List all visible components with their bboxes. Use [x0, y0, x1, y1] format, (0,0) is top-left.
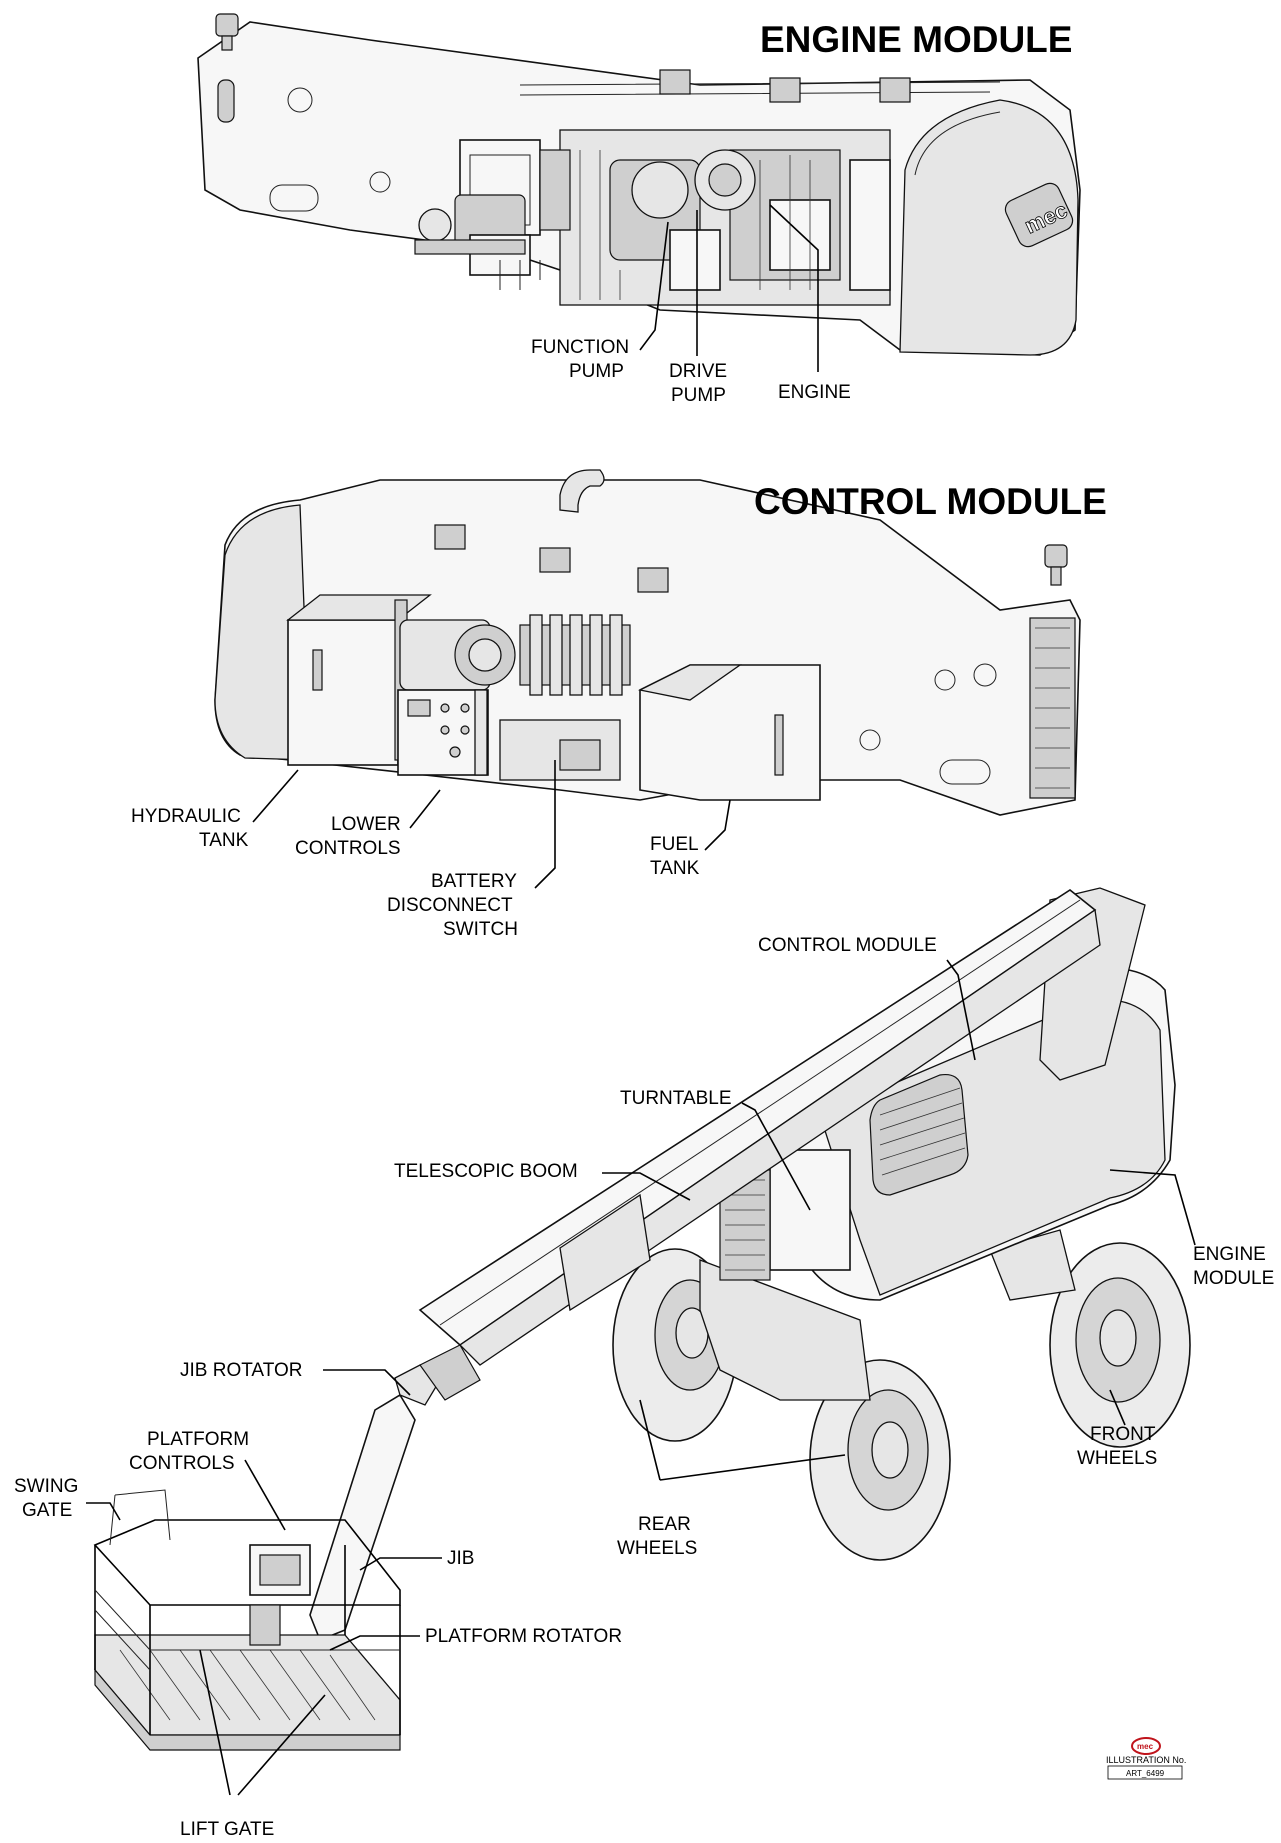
radiator-fins — [1029, 617, 1076, 799]
hose-clamps-engine — [659, 69, 911, 103]
control-module-leader — [946, 959, 976, 1061]
fuel-tank-label-line2: TANK — [650, 858, 700, 879]
engine-module-leader — [1109, 1169, 1196, 1246]
engine-label: ENGINE — [778, 382, 851, 403]
control-module-label: CONTROL MODULE — [758, 935, 937, 956]
drive-pump-label-line2: PUMP — [671, 385, 726, 406]
lower-controls-leader — [409, 789, 441, 829]
swing-gate-label-line1: SWING — [14, 1476, 78, 1497]
engine-module-heading: ENGINE MODULE — [760, 19, 1072, 60]
engine-module-callouts: FUNCTION PUMP DRIVE PUMP ENGINE — [531, 204, 851, 406]
telescopic-boom-leader — [602, 1172, 691, 1201]
rear-wheels-leader — [639, 1399, 846, 1481]
mec-logo-icon — [1131, 1737, 1161, 1755]
telescopic-boom — [418, 889, 1101, 1366]
mec-logo-engine: mec — [1004, 182, 1074, 248]
lower-controls-box — [397, 689, 489, 776]
battery-disconnect-leader — [534, 760, 556, 889]
control-module-callouts: HYDRAULIC TANK LOWER CONTROLS BATTERY DI… — [131, 760, 731, 940]
platform-rotator-leader — [329, 1635, 420, 1651]
telescopic-boom-label: TELESCOPIC BOOM — [394, 1161, 578, 1182]
rear-wheels-label-line2: WHEELS — [617, 1538, 697, 1559]
control-module-heading: CONTROL MODULE — [754, 481, 1107, 522]
drive-pump-label-line1: DRIVE — [669, 361, 727, 382]
swing-gate-label-line2: GATE — [22, 1500, 72, 1521]
platform-controls-label-line2: CONTROLS — [129, 1453, 235, 1474]
mec-logo-text: mec — [1137, 1742, 1154, 1751]
hydraulic-tank-label-line1: HYDRAULIC — [131, 806, 241, 827]
platform-basket — [93, 1489, 401, 1751]
battery-disconnect-label-line1: BATTERY — [431, 871, 517, 892]
function-pump-leader — [639, 221, 669, 351]
lower-controls-label-line1: LOWER — [331, 814, 401, 835]
control-module-drawing — [214, 469, 1081, 816]
jib-leader — [359, 1557, 442, 1571]
fuel-tank-label-line1: FUEL — [650, 834, 699, 855]
jib-label: JIB — [447, 1548, 474, 1569]
lift-gate-label: LIFT GATE — [180, 1819, 274, 1840]
battery-disconnect-label-line3: SWITCH — [443, 919, 518, 940]
jib-rotator-leader — [323, 1369, 411, 1396]
machine-drawing — [93, 887, 1191, 1751]
hydraulic-tank-leader — [252, 769, 299, 823]
engine-module-drawing: mec — [197, 13, 1081, 356]
platform-rotator-label: PLATFORM ROTATOR — [425, 1626, 622, 1647]
front-wheels-label-line1: FRONT — [1090, 1424, 1156, 1445]
front-wheels-leader — [1109, 1389, 1126, 1426]
hydraulic-tank-label-line2: TANK — [199, 830, 249, 851]
swing-gate-leader — [86, 1502, 121, 1521]
function-pump-label-line1: FUNCTION — [531, 337, 629, 358]
front-wheels-label-line2: WHEELS — [1077, 1448, 1157, 1469]
engine-leader — [769, 204, 819, 372]
platform-controls-leader — [244, 1459, 286, 1531]
turntable-label: TURNTABLE — [620, 1088, 732, 1109]
illustration-number-block: mec ILLUSTRATION No. ART_6499 — [1106, 1737, 1186, 1780]
illustration-id: ART_6499 — [1126, 1769, 1165, 1778]
engine-module-label-line2: MODULE — [1193, 1268, 1274, 1289]
turntable-leader — [741, 1102, 811, 1211]
fuel-tank-leader — [704, 799, 731, 851]
engine-grille — [869, 1073, 969, 1196]
function-pump-label-line2: PUMP — [569, 361, 624, 382]
lower-controls-label-line2: CONTROLS — [295, 838, 401, 859]
lift-gate-leader — [199, 1649, 326, 1796]
engine-module-label-line1: ENGINE — [1193, 1244, 1266, 1265]
illustration-number-label: ILLUSTRATION No. — [1106, 1755, 1186, 1765]
machine-callouts: CONTROL MODULE TURNTABLE TELESCOPIC BOOM… — [14, 935, 1274, 1840]
hose-clamps-control — [434, 524, 669, 593]
jib-arm — [309, 1344, 481, 1642]
front-wheel — [1049, 1242, 1191, 1448]
rear-wheels-label-line1: REAR — [638, 1514, 691, 1535]
platform-controls-label-line1: PLATFORM — [147, 1429, 249, 1450]
valve-bank — [519, 614, 631, 696]
jib-rotator-label: JIB ROTATOR — [180, 1360, 302, 1381]
battery-disconnect-label-line2: DISCONNECT — [387, 895, 513, 916]
